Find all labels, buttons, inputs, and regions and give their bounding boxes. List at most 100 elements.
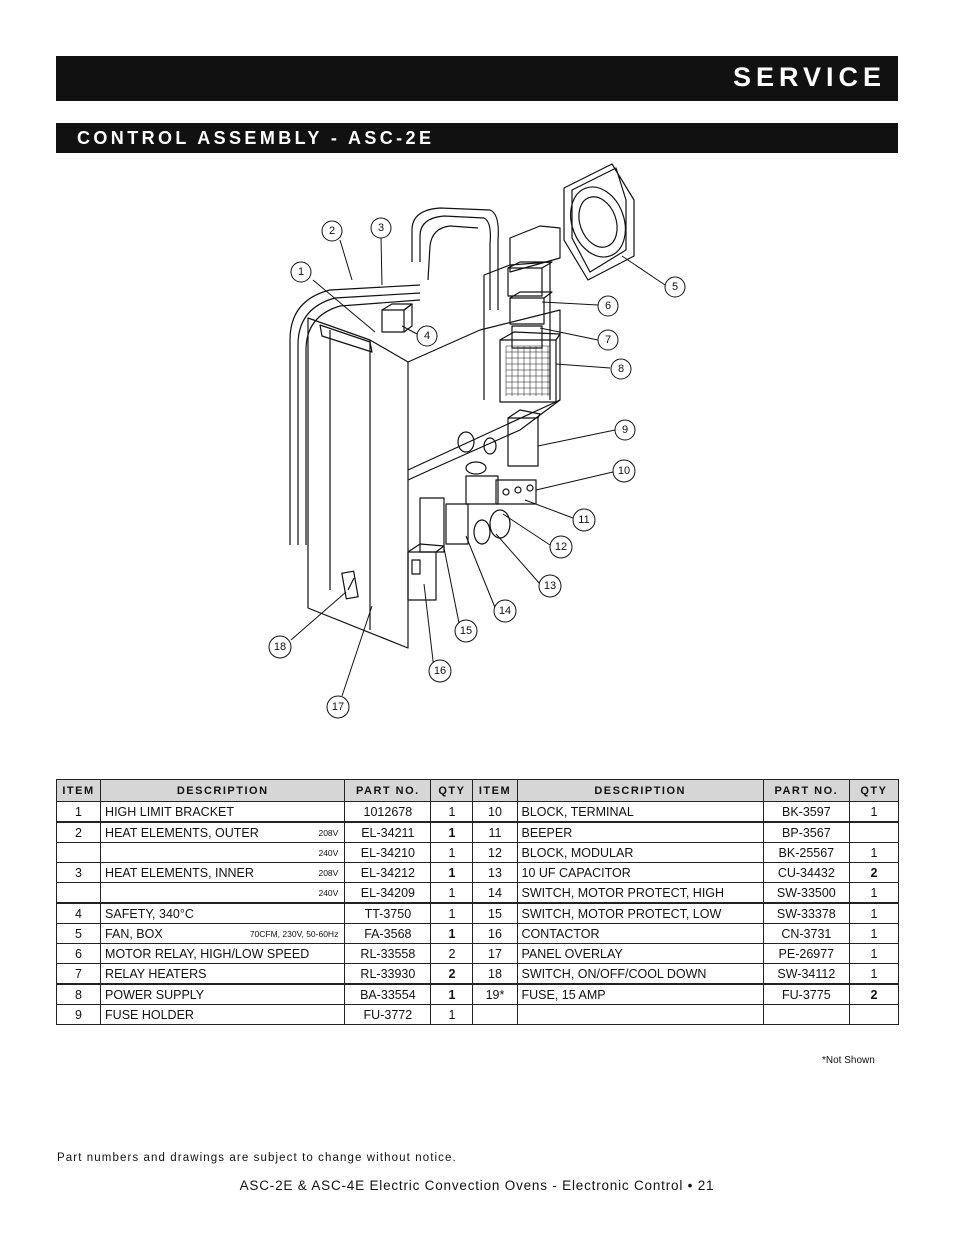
description-cell: SWITCH, MOTOR PROTECT, LOW: [516, 902, 764, 924]
variant-note: 208V: [318, 828, 339, 838]
description-cell: SAFETY, 340°C: [100, 902, 346, 924]
qty-cell: [848, 821, 900, 843]
part-cell: BP-3567: [762, 821, 850, 843]
item-cell: 18: [472, 963, 518, 985]
callout-12: 12: [555, 541, 567, 553]
table-row: 4 SAFETY, 340°C TT-3750 1 15 SWITCH, MOT…: [55, 902, 900, 924]
callout-6: 6: [605, 300, 611, 312]
variant-note: 240V: [318, 848, 339, 858]
table-row: 9 FUSE HOLDER FU-3772 1: [55, 1004, 900, 1025]
item-cell: 9: [55, 1004, 102, 1025]
qty-cell: 1: [430, 821, 474, 843]
variant-note: 70CFM, 230V, 50-60Hz: [249, 929, 339, 939]
item-cell: 7: [55, 963, 102, 985]
description-cell: 240V: [100, 842, 346, 863]
description-cell: POWER SUPPLY: [100, 983, 346, 1005]
qty-cell: 1: [430, 923, 474, 944]
description-cell: 240V: [100, 882, 346, 904]
callout-11: 11: [578, 514, 589, 526]
description-text: HEAT ELEMENTS, INNER: [105, 865, 254, 880]
table-row: 240V EL-34209 1 14 SWITCH, MOTOR PROTECT…: [55, 882, 900, 904]
qty-cell: 2: [430, 943, 474, 964]
part-cell: BK-25567: [762, 842, 850, 863]
description-cell: BEEPER: [516, 821, 764, 843]
subsection-title: CONTROL ASSEMBLY - ASC-2E: [77, 128, 435, 148]
qty-cell: 1: [848, 902, 900, 924]
qty-cell: 1: [430, 801, 474, 823]
callout-16: 16: [434, 665, 446, 677]
part-cell: EL-34209: [344, 882, 432, 904]
part-cell: CU-34432: [762, 862, 850, 883]
description-text: MOTOR RELAY, HIGH/LOW SPEED: [105, 946, 310, 961]
qty-cell: 1: [430, 882, 474, 904]
part-cell: FA-3568: [344, 923, 432, 944]
item-cell: 2: [55, 821, 102, 843]
qty-cell: 2: [848, 862, 900, 883]
qty-cell: 2: [848, 983, 900, 1005]
description-cell: SWITCH, MOTOR PROTECT, HIGH: [516, 882, 764, 904]
part-cell: EL-34211: [344, 821, 432, 843]
part-cell: SW-33378: [762, 902, 850, 924]
variant-note: 208V: [318, 868, 339, 878]
part-cell: PE-26977: [762, 943, 850, 964]
disclaimer-text: Part numbers and drawings are subject to…: [57, 1152, 457, 1164]
description-cell: [516, 1004, 764, 1025]
description-cell: HIGH LIMIT BRACKET: [100, 801, 346, 823]
part-cell: [762, 1004, 850, 1025]
qty-cell: 1: [848, 963, 900, 985]
header-part-no: PART NO.: [762, 779, 850, 802]
header-description: DESCRIPTION: [516, 779, 764, 802]
part-cell: TT-3750: [344, 902, 432, 924]
header-item: ITEM: [55, 779, 102, 802]
part-cell: BK-3597: [762, 801, 850, 823]
item-cell: [55, 882, 102, 904]
qty-cell: 1: [848, 882, 900, 904]
qty-cell: 1: [848, 923, 900, 944]
parts-table: ITEM DESCRIPTION PART NO. QTY ITEM DESCR…: [55, 779, 900, 1025]
part-cell: FU-3775: [762, 983, 850, 1005]
item-cell: 10: [472, 801, 518, 823]
subsection-header-bar: CONTROL ASSEMBLY - ASC-2E: [56, 123, 898, 153]
table-row: 6 MOTOR RELAY, HIGH/LOW SPEED RL-33558 2…: [55, 943, 900, 964]
description-text: HIGH LIMIT BRACKET: [105, 804, 235, 819]
description-cell: FUSE HOLDER: [100, 1004, 346, 1025]
header-part-no: PART NO.: [344, 779, 432, 802]
description-text: POWER SUPPLY: [105, 987, 205, 1002]
description-cell: BLOCK, TERMINAL: [516, 801, 764, 823]
qty-cell: 1: [430, 842, 474, 863]
qty-cell: 1: [430, 983, 474, 1005]
callout-2: 2: [329, 225, 335, 237]
qty-cell: 1: [430, 862, 474, 883]
item-cell: [55, 842, 102, 863]
item-cell: 19*: [472, 983, 518, 1005]
item-cell: 8: [55, 983, 102, 1005]
control-assembly-diagram: 1 2 3 4 5 6 7 8 9 10 11 12 13 14 15 16 1…: [268, 163, 686, 719]
item-cell: 16: [472, 923, 518, 944]
part-cell: SW-34112: [762, 963, 850, 985]
qty-cell: 1: [848, 801, 900, 823]
callout-1: 1: [298, 266, 304, 278]
description-cell: HEAT ELEMENTS, INNER 208V: [100, 862, 346, 883]
part-cell: BA-33554: [344, 983, 432, 1005]
variant-note: 240V: [318, 888, 339, 898]
table-row: 8 POWER SUPPLY BA-33554 1 19* FUSE, 15 A…: [55, 983, 900, 1005]
description-cell: CONTACTOR: [516, 923, 764, 944]
item-cell: 6: [55, 943, 102, 964]
part-cell: RL-33930: [344, 963, 432, 985]
section-header-bar: SERVICE: [56, 56, 898, 101]
item-cell: 4: [55, 902, 102, 924]
header-item: ITEM: [472, 779, 518, 802]
description-cell: SWITCH, ON/OFF/COOL DOWN: [516, 963, 764, 985]
page-footer: ASC-2E & ASC-4E Electric Convection Oven…: [239, 1178, 715, 1193]
item-cell: 1: [55, 801, 102, 823]
item-cell: 15: [472, 902, 518, 924]
callout-14: 14: [499, 605, 511, 617]
part-cell: SW-33500: [762, 882, 850, 904]
part-cell: EL-34210: [344, 842, 432, 863]
part-cell: 1012678: [344, 801, 432, 823]
item-cell: [472, 1004, 518, 1025]
callout-7: 7: [605, 334, 611, 346]
